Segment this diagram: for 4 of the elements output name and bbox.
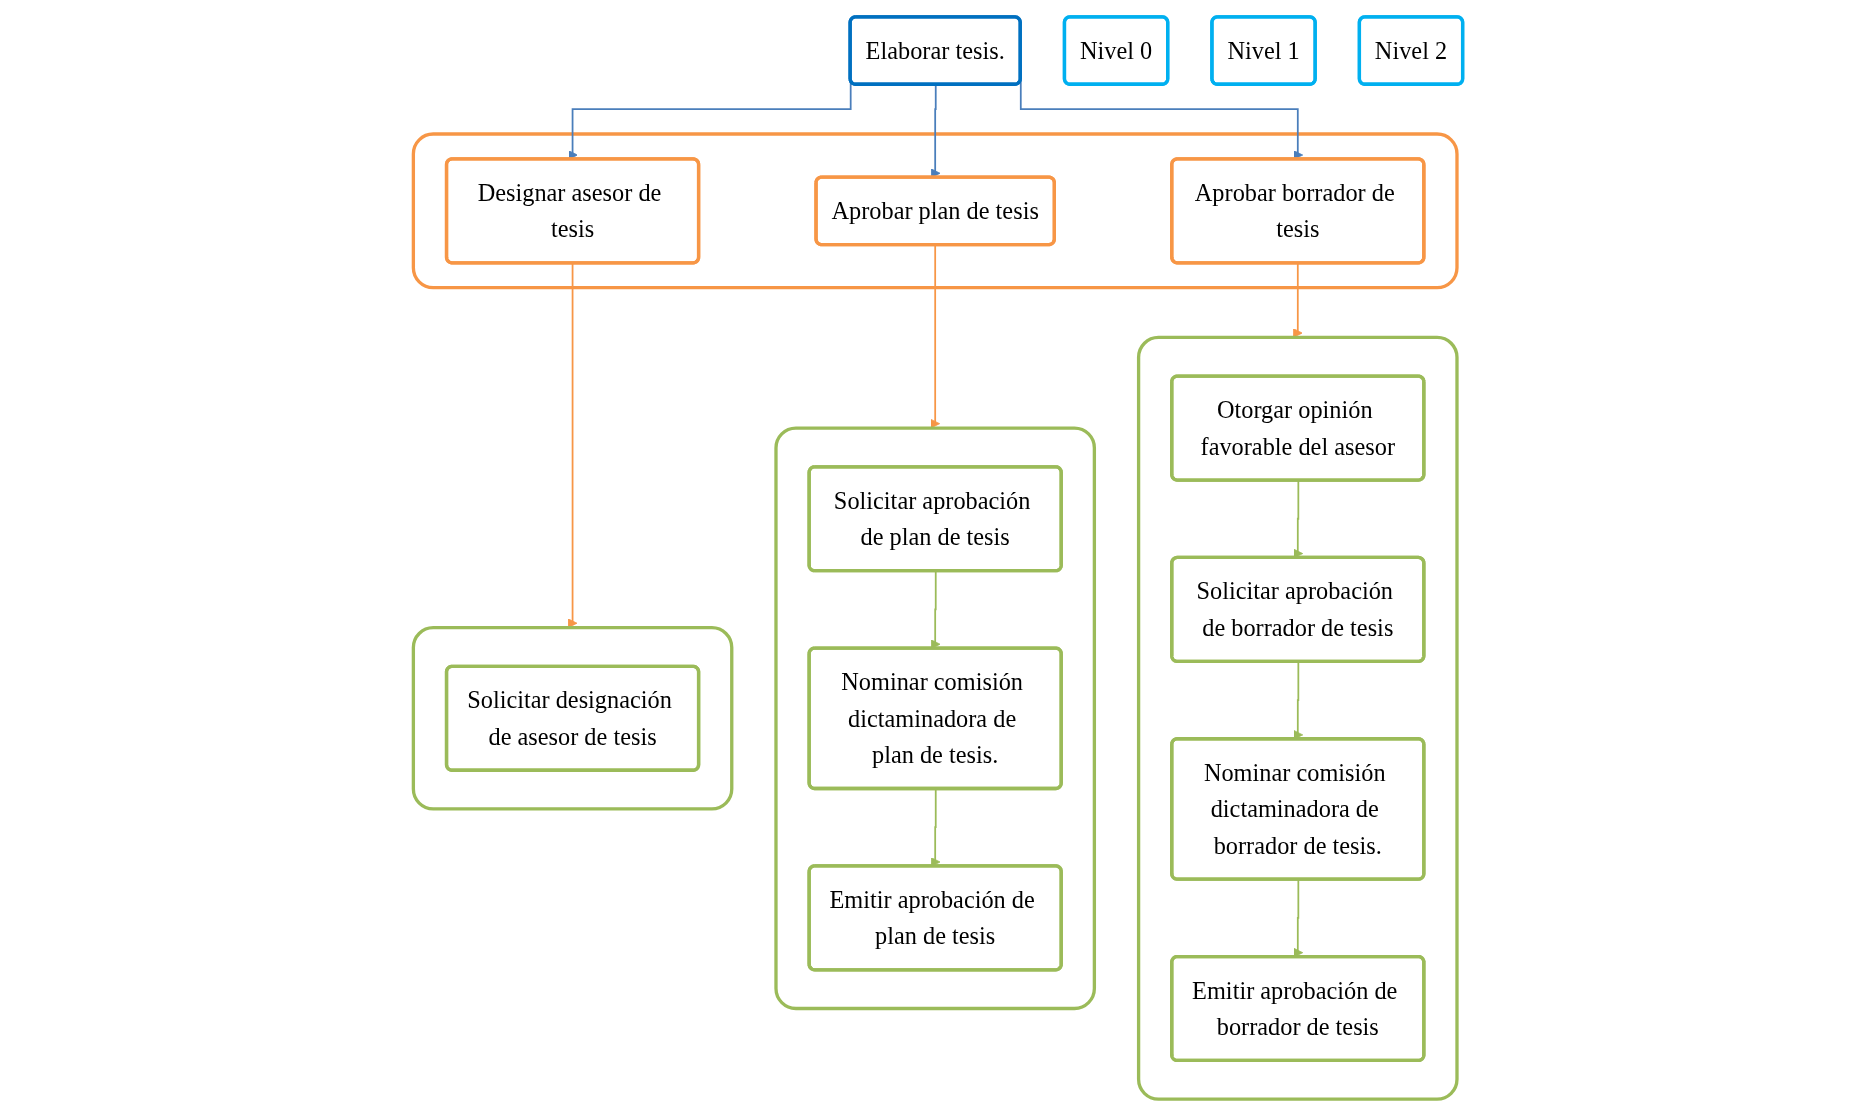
cluster (411, 132, 1459, 290)
cluster (773, 426, 1096, 1011)
cluster (411, 626, 733, 811)
cluster (1136, 335, 1459, 1101)
